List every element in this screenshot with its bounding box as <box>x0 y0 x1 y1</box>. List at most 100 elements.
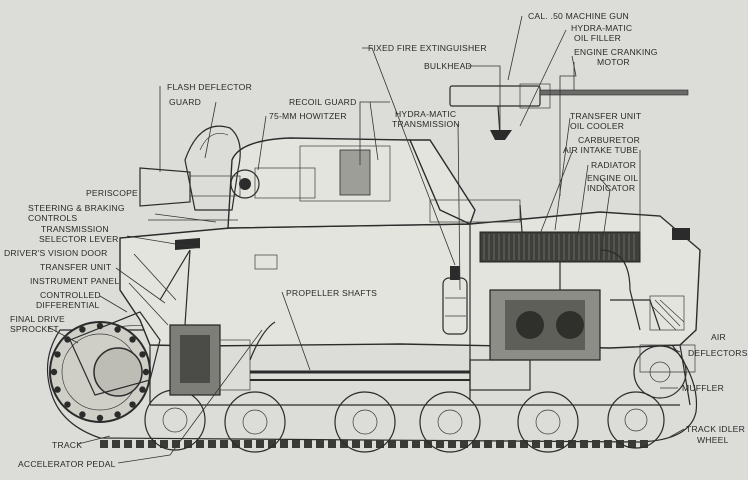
track-link <box>412 440 420 448</box>
track-link <box>256 440 264 448</box>
track-link <box>544 440 552 448</box>
fixed-fire-extinguisher <box>442 266 468 335</box>
final-drive-sprocket <box>49 321 151 423</box>
label-air-deflectors-line2: DEFLECTORS <box>688 348 748 358</box>
engine-compartment <box>479 204 696 373</box>
label-transfer-unit-oil-cooler-line2: OIL COOLER <box>570 121 624 131</box>
track-link <box>232 440 240 448</box>
track-link <box>388 440 396 448</box>
label-75mm-howitzer: 75-MM HOWITZER <box>269 111 347 121</box>
label-hydramatic-oil-filler-line1: HYDRA-MATIC <box>571 23 632 33</box>
label-carburetor-line2: AIR INTAKE TUBE <box>563 145 638 155</box>
track-link <box>112 440 120 448</box>
label-bulkhead: BULKHEAD <box>424 61 472 71</box>
sprocket-tooth <box>139 351 146 358</box>
track-link <box>448 440 456 448</box>
label-final-drive-sprocket-line1: FINAL DRIVE <box>10 314 65 324</box>
label-periscope: PERISCOPE <box>86 188 138 198</box>
propeller-shafts <box>250 359 531 391</box>
track-link <box>436 440 444 448</box>
label-accelerator-pedal: ACCELERATOR PEDAL <box>18 459 116 469</box>
track-link <box>172 440 180 448</box>
sprocket-tooth <box>142 368 150 376</box>
track-link <box>316 440 324 448</box>
label-cal50-machine-gun: CAL. .50 MACHINE GUN <box>528 11 629 21</box>
label-track-idler-wheel-line2: WHEEL <box>697 435 729 445</box>
label-hydramatic-transmission-line1: HYDRA-MATIC <box>395 109 456 119</box>
track-link <box>184 440 192 448</box>
label-instrument-panel: INSTRUMENT PANEL <box>30 276 119 286</box>
sprocket-tooth <box>54 386 61 393</box>
track-link <box>616 440 624 448</box>
label-propeller-shafts: PROPELLER SHAFTS <box>286 288 377 298</box>
label-track-idler-wheel-line1: TRACK IDLER <box>686 424 745 434</box>
label-engine-cranking-motor-line1: ENGINE CRANKING <box>574 47 658 57</box>
track-link <box>484 440 492 448</box>
sprocket-tooth <box>79 411 86 418</box>
label-engine-oil-indicator-line2: INDICATOR <box>587 183 635 193</box>
sprocket-tooth <box>50 368 58 376</box>
label-controlled-differential-line2: DIFFERENTIAL <box>36 300 100 310</box>
sprocket-tooth <box>114 326 121 333</box>
track-link <box>508 440 516 448</box>
track-link <box>196 440 204 448</box>
sprocket-tooth <box>114 411 121 418</box>
label-recoil-guard: RECOIL GUARD <box>289 97 357 107</box>
label-track: TRACK <box>52 440 82 450</box>
track-link <box>328 440 336 448</box>
label-flash-deflector: FLASH DEFLECTOR <box>167 82 252 92</box>
track-link <box>580 440 588 448</box>
track-link <box>532 440 540 448</box>
label-transfer-unit: TRANSFER UNIT <box>40 262 112 272</box>
label-hydramatic-oil-filler-line2: OIL FILLER <box>574 33 621 43</box>
track-link <box>592 440 600 448</box>
sprocket-tooth <box>139 386 146 393</box>
label-transmission-selector-line1: TRANSMISSION <box>41 224 109 234</box>
track-link <box>376 440 384 448</box>
sprocket-tooth <box>96 414 104 422</box>
label-engine-oil-indicator-line1: ENGINE OIL <box>587 173 638 183</box>
cal50-machine-gun <box>449 83 689 140</box>
track-link <box>304 440 312 448</box>
track-link <box>208 440 216 448</box>
track-link <box>124 440 132 448</box>
leader-lines <box>47 15 685 464</box>
label-transfer-unit-oil-cooler-line1: TRANSFER UNIT <box>570 111 642 121</box>
sprocket-tooth <box>79 326 86 333</box>
track-link <box>400 440 408 448</box>
label-transmission-selector-line2: SELECTOR LEVER <box>39 234 119 244</box>
track-link <box>496 440 504 448</box>
track-link <box>628 440 636 448</box>
sprocket-tooth <box>64 401 71 408</box>
label-engine-cranking-motor-line2: MOTOR <box>597 57 630 67</box>
track-link <box>424 440 432 448</box>
label-steering-braking-line2: CONTROLS <box>28 213 77 223</box>
label-air-deflectors-line1: AIR <box>711 332 726 342</box>
track-link <box>136 440 144 448</box>
track-link <box>244 440 252 448</box>
controlled-differential <box>69 311 251 396</box>
label-muffler: MUFFLER <box>682 383 724 393</box>
label-radiator: RADIATOR <box>591 160 636 170</box>
track-link <box>280 440 288 448</box>
label-final-drive-sprocket-line2: SPROCKET <box>10 324 59 334</box>
track-link <box>292 440 300 448</box>
sprocket-tooth <box>54 351 61 358</box>
track-link <box>352 440 360 448</box>
track-link <box>220 440 228 448</box>
track-link <box>640 440 648 448</box>
label-guard: GUARD <box>169 97 201 107</box>
label-drivers-vision-door: DRIVER'S VISION DOOR <box>4 248 108 258</box>
label-carburetor-line1: CARBURETOR <box>578 135 640 145</box>
callout-labels: CAL. .50 MACHINE GUN HYDRA-MATIC OIL FIL… <box>4 11 748 469</box>
sprocket-tooth <box>129 336 136 343</box>
label-controlled-differential-line1: CONTROLLED <box>40 290 101 300</box>
track-link <box>520 440 528 448</box>
turret <box>227 137 521 229</box>
track-link <box>568 440 576 448</box>
label-hydramatic-transmission-line2: TRANSMISSION <box>392 119 460 129</box>
track-link <box>100 440 108 448</box>
howitzer-75mm <box>139 125 241 211</box>
track-link <box>364 440 372 448</box>
